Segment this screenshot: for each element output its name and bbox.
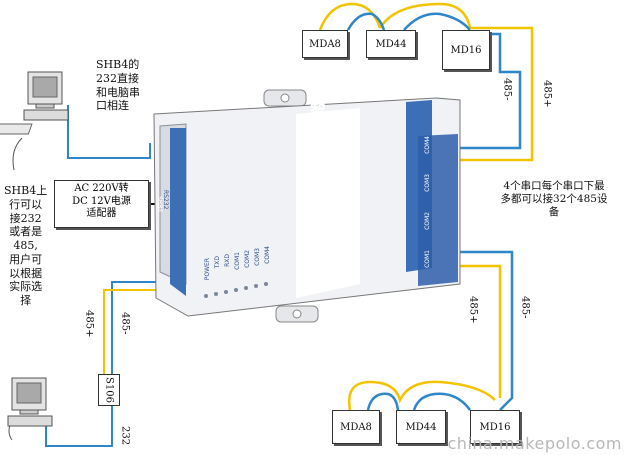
hub-rs232-tag: RS232 [162, 190, 169, 210]
hub-port-label: COM2 [424, 212, 431, 230]
top-device-md44: MD44 [366, 30, 416, 58]
hub-port-label: COM4 [424, 136, 431, 154]
converter-label: S106 [103, 377, 115, 403]
right-yellow-trunk [460, 264, 502, 398]
hub-led-label: RXD [224, 254, 231, 267]
pc-connection-note: SHB4的 232直接 和电脑串 口相连 [96, 58, 140, 113]
top-device-mda8: MDA8 [302, 30, 348, 58]
left-blue-485-cable [111, 281, 158, 374]
top-device-md16: MD16 [442, 30, 490, 70]
top-cable-485-minus: 485- [501, 78, 513, 101]
pc-to-hub-cable [67, 105, 151, 159]
bottom-device-mda8: MDA8 [332, 410, 380, 444]
computer-icon [0, 71, 69, 135]
led-indicator-icon [204, 294, 208, 298]
hub-device [153, 89, 461, 323]
right-blue-trunk [460, 250, 514, 411]
device-label: MDA8 [340, 421, 372, 433]
bottom-device-md44: MD44 [396, 410, 446, 444]
hub-led-label: POWER [204, 258, 211, 281]
left-cable-485-minus: 485- [119, 312, 131, 335]
top-blue-trunk [458, 32, 522, 150]
hub-model-text: C2000 485HUB [170, 160, 185, 281]
bottom-blue-chain [366, 392, 472, 411]
led-indicator-icon [214, 292, 218, 296]
computer-icon [7, 377, 53, 427]
hub-chinese-title: 智能485集线器 [307, 102, 326, 232]
device-label: MD16 [479, 421, 511, 433]
left-yellow-485-cable [103, 289, 158, 374]
device-label: MD16 [450, 44, 482, 56]
hub-uplink-note: SHB4上 行可以 接232 或者是 485, 用户可 以根据 实际选 择 [4, 184, 48, 307]
hub-port-label: COM1 [424, 250, 431, 268]
hub-brand-tag: SHB4 [156, 196, 163, 213]
hub-led-label: COM3 [254, 248, 261, 266]
top-yellow-trunk [458, 26, 534, 162]
hub-led-label: COM4 [264, 246, 271, 264]
hub-port-label: COM3 [424, 174, 431, 192]
led-indicator-icon [244, 286, 248, 290]
hub-led-label: COM2 [244, 250, 251, 268]
led-indicator-icon [264, 282, 268, 286]
top-blue-chain [346, 12, 471, 31]
bottom-yellow-chain [347, 380, 496, 411]
right-cable-485-minus: 485- [519, 296, 531, 319]
power-adapter-box: AC 220V转 DC 12V电源 适配器 [54, 180, 149, 228]
keyboard-cable [12, 137, 23, 171]
hub-led-label: TXD [214, 256, 221, 269]
per-port-capacity-note: 4个串口每个串口下最 多都可以接32个485设 备 [500, 180, 608, 219]
bottom-device-md16: MD16 [470, 410, 520, 444]
top-cable-485-plus: 485+ [541, 80, 553, 108]
led-indicator-icon [224, 290, 228, 294]
converter-to-pc-cable [45, 402, 113, 447]
bottom-cable-232: 232 [119, 426, 131, 446]
led-indicator-icon [234, 288, 238, 292]
power-adapter-label: AC 220V转 DC 12V电源 适配器 [72, 183, 131, 219]
rs485-converter-s106: S106 [98, 374, 120, 406]
device-label: MD44 [375, 38, 407, 50]
led-indicator-icon [254, 284, 258, 288]
left-cable-485-plus: 485+ [83, 310, 95, 338]
device-label: MDA8 [309, 38, 341, 50]
hub-led-label: COM1 [234, 252, 241, 270]
source-watermark: china.makepolo.com [447, 434, 622, 453]
right-cable-485-plus: 485+ [467, 296, 479, 324]
device-label: MD44 [405, 421, 437, 433]
